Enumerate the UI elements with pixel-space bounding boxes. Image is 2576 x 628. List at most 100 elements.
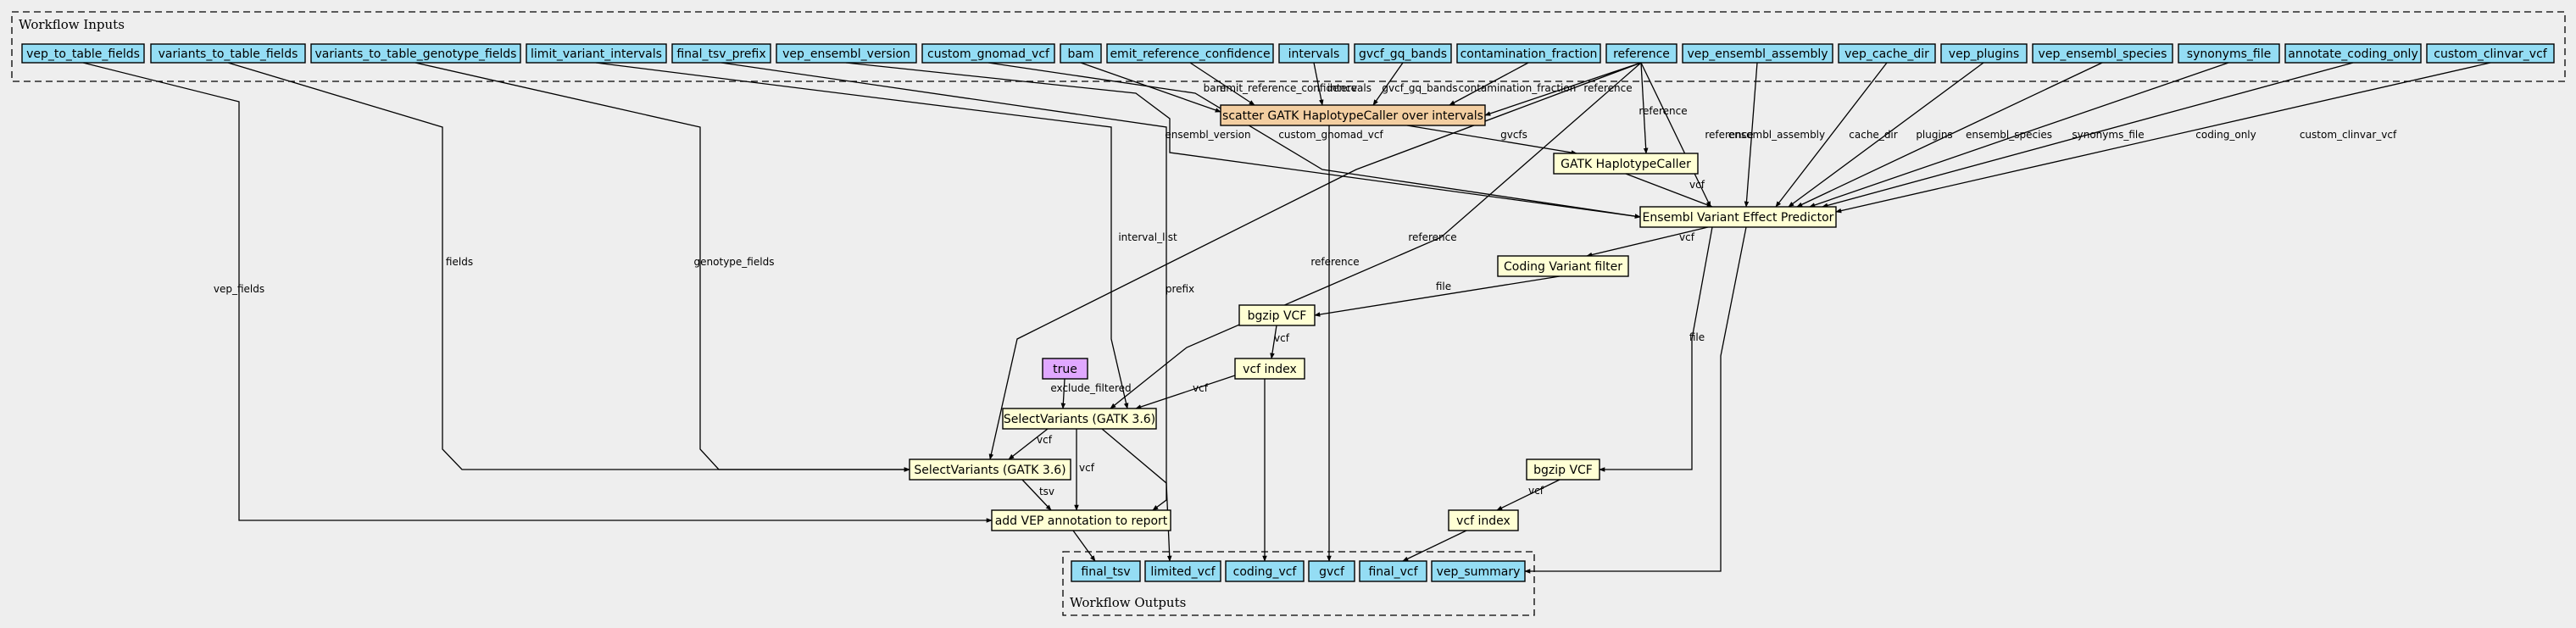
edge-vep_to_table_fields-to-add_vep bbox=[82, 62, 993, 523]
input-label: variants_to_table_genotype_fields bbox=[315, 47, 517, 61]
inputs-cluster-label: Workflow Inputs bbox=[19, 17, 125, 32]
edge-scatter-to-haplotypecaller bbox=[1406, 125, 1577, 155]
edge-label: reference bbox=[1705, 129, 1753, 141]
output-label: limited_vcf bbox=[1150, 565, 1216, 579]
edge-label: ensembl_version bbox=[1165, 129, 1250, 141]
step-label: bgzip VCF bbox=[1248, 309, 1307, 323]
step-box bbox=[1497, 255, 1629, 277]
input-box bbox=[2426, 43, 2555, 64]
edge-reference-to-select1 bbox=[1110, 62, 1642, 409]
edge-select1-to-limited_vcf bbox=[1101, 428, 1172, 562]
edge-label: gvcfs bbox=[1500, 129, 1527, 141]
edge-vep_ensembl_species-to-vep bbox=[1796, 62, 2103, 208]
output-box bbox=[1144, 560, 1221, 582]
edge-bam-to-scatter bbox=[1080, 62, 1221, 113]
edge-label: tsv bbox=[1039, 486, 1054, 497]
input-label: bam bbox=[1067, 47, 1093, 61]
output-final-tsv: final_tsv bbox=[1071, 560, 1141, 582]
edge-label: vcf bbox=[1528, 485, 1544, 497]
step-label: add VEP annotation to report bbox=[995, 514, 1168, 528]
step-label: Ensembl Variant Effect Predictor bbox=[1643, 211, 1834, 225]
input-box bbox=[1838, 43, 1936, 64]
edge-label: vcf bbox=[1689, 179, 1705, 191]
input-box bbox=[776, 43, 917, 64]
input-variants-to-table-fields: variants_to_table_fields bbox=[150, 43, 306, 64]
input-box bbox=[1354, 43, 1452, 64]
input-bam: bam bbox=[1060, 43, 1102, 64]
edge-vep-to-bgzip2 bbox=[1599, 226, 1713, 472]
step-box bbox=[1234, 358, 1305, 380]
step-label: SelectVariants (GATK 3.6) bbox=[1004, 413, 1155, 426]
input-label: vep_ensembl_version bbox=[782, 47, 910, 61]
edge-final_tsv_prefix-to-add_vep bbox=[721, 62, 1167, 511]
input-intervals: intervals bbox=[1278, 43, 1349, 64]
input-vep-ensembl-assembly: vep_ensembl_assembly bbox=[1682, 43, 1833, 64]
edge-label: cache_dir bbox=[1849, 129, 1897, 141]
edge-select2-to-add_vep bbox=[1021, 479, 1052, 511]
edge-label: ensembl_assembly bbox=[1728, 129, 1825, 141]
output-vep-summary: vep_summary bbox=[1431, 560, 1526, 582]
input-custom-gnomad-vcf: custom_gnomad_vcf bbox=[921, 43, 1055, 64]
edge-custom_clinvar_vcf-to-vep bbox=[1835, 62, 2491, 214]
input-annotate-coding-only: annotate_coding_only bbox=[2284, 43, 2422, 64]
edge-label: intervals bbox=[1327, 82, 1371, 94]
input-label: intervals bbox=[1288, 47, 1340, 61]
input-box bbox=[310, 43, 521, 64]
edge-contamination_fraction-to-scatter bbox=[1449, 62, 1529, 106]
edge-custom_gnomad_vcf-to-vep bbox=[988, 62, 1641, 219]
input-custom-clinvar-vcf: custom_clinvar_vcf bbox=[2426, 43, 2555, 64]
edge-label: ensembl_species bbox=[1966, 129, 2052, 141]
input-box bbox=[1278, 43, 1349, 64]
edge-limit_variant_intervals-to-select1 bbox=[595, 62, 1129, 409]
step-scatter: scatter GATK HaplotypeCaller over interv… bbox=[1220, 104, 1486, 126]
input-box bbox=[1940, 43, 2028, 64]
input-box bbox=[2284, 43, 2422, 64]
input-label: vep_cache_dir bbox=[1844, 47, 1929, 61]
input-variants-to-table-genotype-fields: variants_to_table_genotype_fields bbox=[310, 43, 521, 64]
output-box bbox=[1431, 560, 1526, 582]
input-label: emit_reference_confidence bbox=[1110, 47, 1270, 61]
input-vep-ensembl-version: vep_ensembl_version bbox=[776, 43, 917, 64]
edge-index1-to-select1 bbox=[1135, 374, 1238, 409]
edge-vep-to-vep_summary bbox=[1524, 226, 1747, 574]
edge-select1-to-select2 bbox=[1008, 428, 1049, 460]
edge-reference-to-select2 bbox=[988, 62, 1642, 460]
input-label: vep_plugins bbox=[1949, 47, 2019, 61]
input-box bbox=[671, 43, 771, 64]
edge-bgzip2-to-index2 bbox=[1496, 479, 1561, 511]
input-contamination-fraction: contamination_fraction bbox=[1456, 43, 1601, 64]
output-box bbox=[1359, 560, 1427, 582]
edge-vep_plugins-to-vep bbox=[1788, 62, 1984, 208]
input-vep-plugins: vep_plugins bbox=[1940, 43, 2028, 64]
input-label: custom_clinvar_vcf bbox=[2434, 47, 2548, 61]
input-box bbox=[921, 43, 1055, 64]
step-box bbox=[909, 458, 1071, 481]
input-box bbox=[1106, 43, 1274, 64]
step-label: vcf index bbox=[1243, 363, 1297, 376]
input-label: contamination_fraction bbox=[1460, 47, 1598, 61]
step-box bbox=[1238, 304, 1316, 326]
edge-label: vcf bbox=[1679, 231, 1695, 243]
output-final-vcf: final_vcf bbox=[1359, 560, 1427, 582]
input-box bbox=[1456, 43, 1601, 64]
edge-vep-to-coding_filter bbox=[1586, 226, 1709, 258]
input-label: custom_gnomad_vcf bbox=[927, 47, 1050, 61]
edge-intervals-to-scatter bbox=[1313, 62, 1324, 106]
edge-label: prefix bbox=[1166, 283, 1194, 295]
edge-label: fields bbox=[446, 256, 473, 268]
input-box bbox=[2178, 43, 2280, 64]
step-box bbox=[1002, 408, 1157, 430]
edge-label: gvcf_gq_bands bbox=[1382, 82, 1457, 94]
edge-label: custom_clinvar_vcf bbox=[2300, 129, 2397, 141]
step-label: scatter GATK HaplotypeCaller over interv… bbox=[1222, 109, 1483, 123]
step-label: true bbox=[1053, 363, 1077, 376]
step-label: bgzip VCF bbox=[1533, 464, 1593, 477]
input-label: variants_to_table_fields bbox=[159, 47, 298, 61]
step-true-const: true bbox=[1042, 358, 1088, 380]
edge-label: vcf bbox=[1274, 332, 1290, 344]
outputs-cluster bbox=[1062, 551, 1535, 616]
step-box bbox=[1526, 458, 1600, 481]
input-vep-cache-dir: vep_cache_dir bbox=[1838, 43, 1936, 64]
input-reference: reference bbox=[1605, 43, 1677, 64]
